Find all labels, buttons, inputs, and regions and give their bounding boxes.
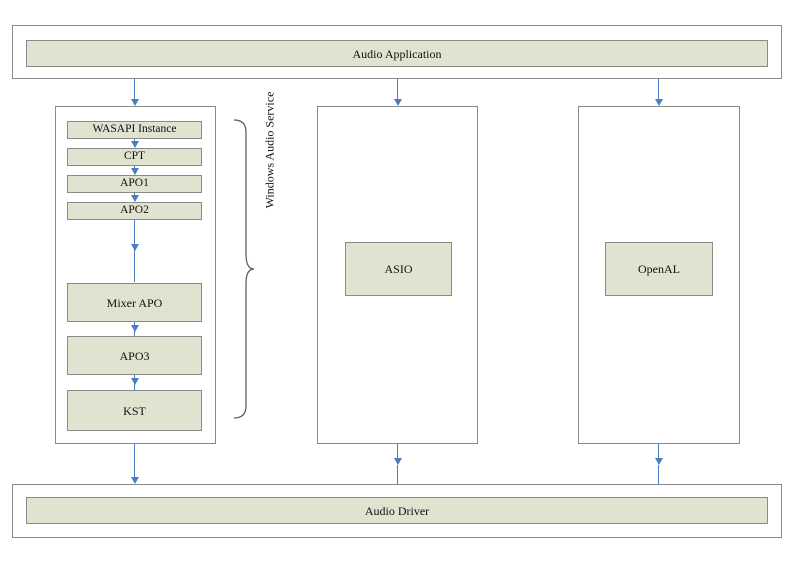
arrow-apo1-apo2 xyxy=(131,195,139,202)
windows-audio-service-label: Windows Audio Service xyxy=(262,91,277,209)
arrow-app-asio xyxy=(394,99,402,106)
apo3-block: APO3 xyxy=(67,336,202,375)
connector-openal-driver xyxy=(658,444,659,464)
connector-app-wasapi xyxy=(134,79,135,101)
kst-block: KST xyxy=(67,390,202,431)
arrow-asio-driver xyxy=(394,458,402,465)
arrow-mixer-apo3 xyxy=(131,325,139,332)
connector-apo2-mixer xyxy=(134,220,135,282)
arrow-cpt-apo1 xyxy=(131,168,139,175)
mixer-apo-block: Mixer APO xyxy=(67,283,202,322)
arrow-apo3-kst xyxy=(131,378,139,385)
windows-audio-service-brace xyxy=(233,119,255,419)
audio-application-block: Audio Application xyxy=(26,40,768,67)
arrow-app-wasapi xyxy=(131,99,139,106)
connector-driver-in-1 xyxy=(397,465,398,484)
connector-asio-driver xyxy=(397,444,398,464)
cpt-block: CPT xyxy=(67,148,202,166)
asio-block: ASIO xyxy=(345,242,452,296)
wasapi-instance-block: WASAPI Instance xyxy=(67,121,202,139)
audio-driver-block: Audio Driver xyxy=(26,497,768,524)
openal-block: OpenAL xyxy=(605,242,713,296)
arrow-openal-driver xyxy=(655,458,663,465)
apo2-block: APO2 xyxy=(67,202,202,220)
arrow-app-openal xyxy=(655,99,663,106)
connector-driver-in-2 xyxy=(658,465,659,484)
arrow-wasapi-driver xyxy=(131,477,139,484)
arrow-wasapi-cpt xyxy=(131,141,139,148)
apo1-block: APO1 xyxy=(67,175,202,193)
connector-app-asio xyxy=(397,79,398,101)
connector-wasapi-driver xyxy=(134,444,135,479)
connector-app-openal xyxy=(658,79,659,101)
arrow-apo2-mixer xyxy=(131,244,139,251)
